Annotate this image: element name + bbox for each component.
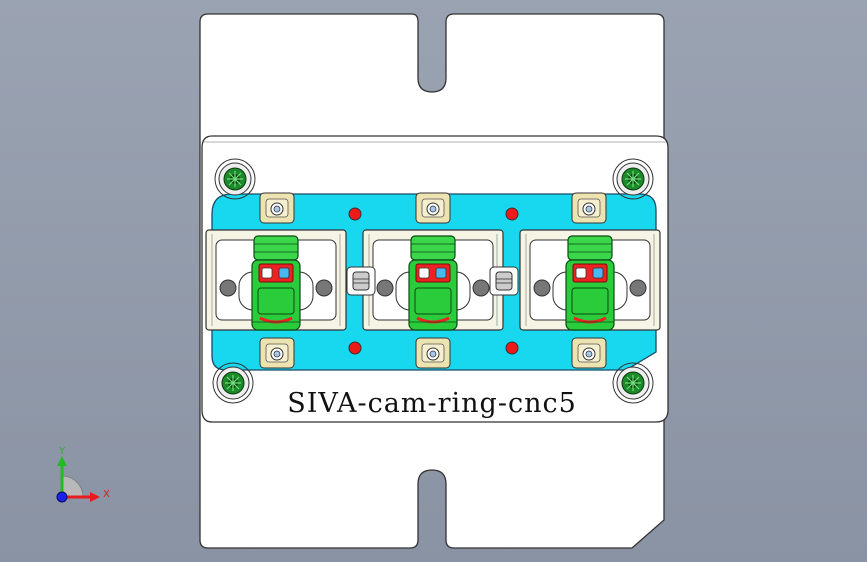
corner-screw-top-right [612, 158, 654, 200]
locator-left [346, 266, 376, 296]
bolt-bottom-1 [259, 337, 295, 369]
y-axis-label: Y [58, 446, 66, 457]
corner-screw-bottom-left [212, 362, 254, 404]
corner-screw-bottom-right [612, 362, 654, 404]
bolt-bottom-2 [415, 337, 451, 369]
clamp-station-3 [518, 228, 662, 332]
bolt-bottom-3 [571, 337, 607, 369]
bolt-top-1 [259, 192, 295, 224]
clamp-station-1 [204, 228, 348, 332]
x-axis-label: X [103, 489, 110, 500]
clamp-station-2 [361, 228, 505, 332]
corner-screw-top-left [214, 158, 256, 200]
x-axis-arrow-icon [90, 492, 100, 502]
z-axis-origin-icon [56, 491, 68, 503]
bolt-top-3 [571, 192, 607, 224]
axis-triad[interactable]: Y X [56, 446, 110, 503]
y-axis-arrow-icon [57, 456, 67, 466]
bolt-top-2 [415, 192, 451, 224]
locator-right [489, 266, 519, 296]
engraved-part-name: SIVA-cam-ring-cnc5 [287, 388, 577, 419]
red-markers [348, 207, 519, 355]
